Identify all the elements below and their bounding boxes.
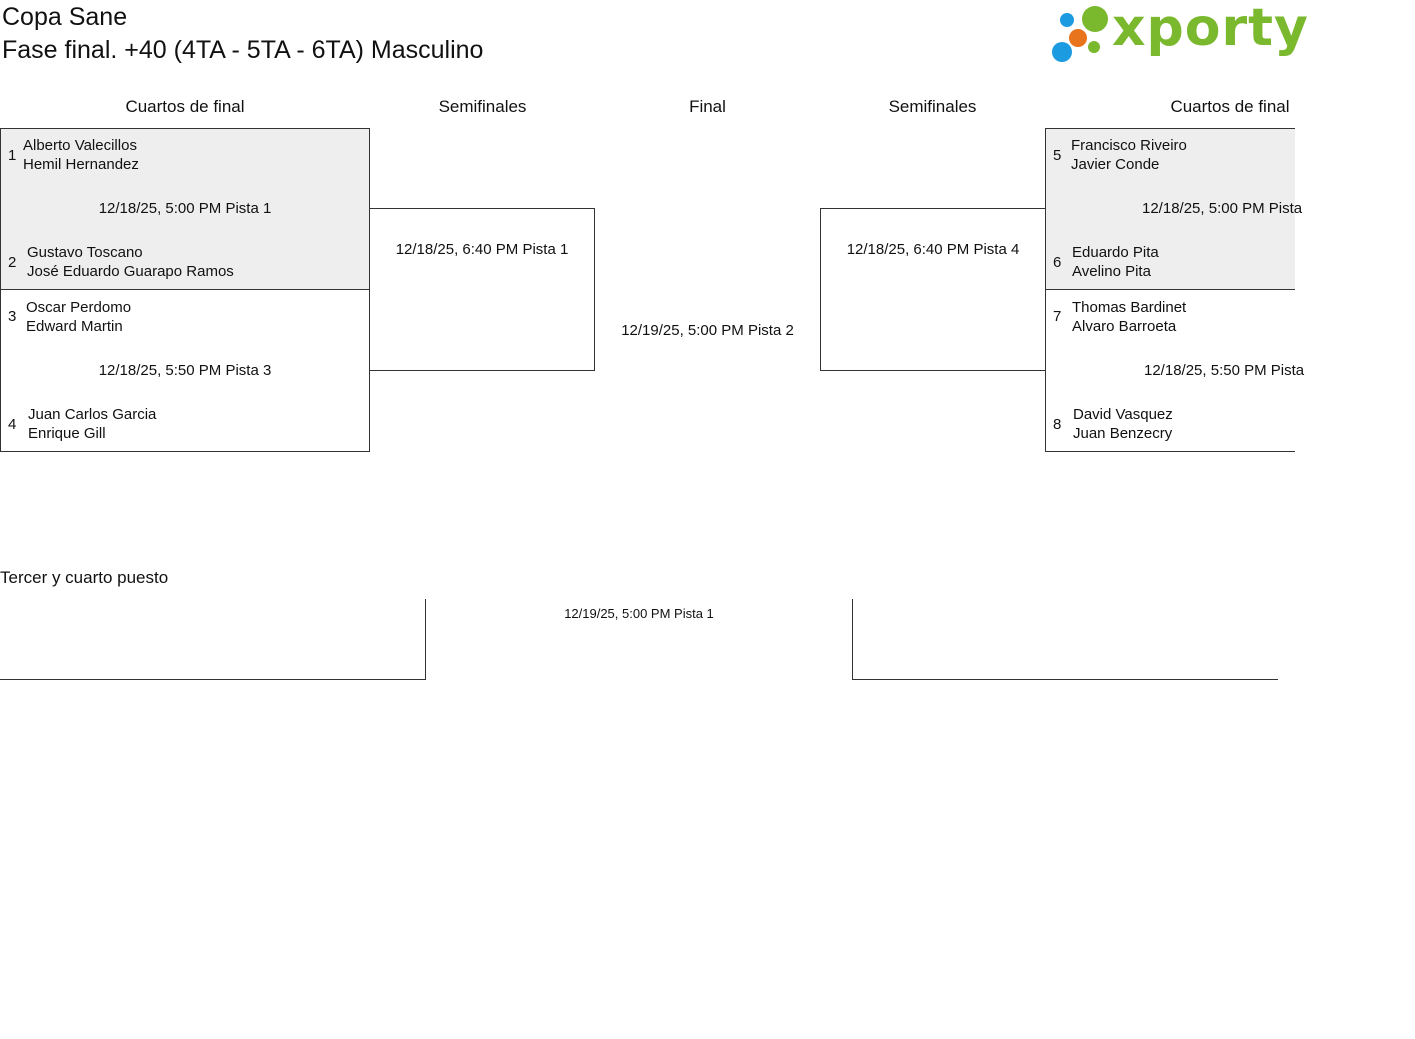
player-name: Hemil Hernandez — [23, 156, 139, 173]
xporty-logo: xporty — [1050, 0, 1308, 68]
col-head-quarters-right: Cuartos de final — [1170, 97, 1290, 116]
col-head-final: Final — [689, 97, 726, 116]
player-name: Francisco Riveiro — [1071, 137, 1187, 154]
seed-number: 2 — [8, 254, 17, 271]
col-head-semis-left: Semifinales — [438, 97, 527, 116]
player-name: Alberto Valecillos — [23, 137, 137, 154]
qf-left-match-2[interactable]: 3 Oscar Perdomo Edward Martin 12/18/25, … — [0, 289, 370, 452]
seed-number: 3 — [8, 308, 17, 325]
qf-right-match-1[interactable]: 5 Francisco Riveiro Javier Conde 12/18/2… — [1045, 128, 1302, 290]
col-head-quarters-left: Cuartos de final — [125, 97, 245, 116]
match-schedule: 12/18/25, 6:40 PM Pista 1 — [395, 241, 569, 258]
match-schedule: 12/18/25, 5:00 PM Pista 1 — [98, 200, 272, 217]
seed-number: 7 — [1053, 308, 1062, 325]
draw-subtitle: Fase final. +40 (4TA - 5TA - 6TA) Mascul… — [2, 36, 484, 64]
tournament-title: Copa Sane — [2, 3, 128, 31]
sf-left-match[interactable]: 12/18/25, 6:40 PM Pista 1 — [369, 208, 595, 371]
seed-number: 8 — [1053, 416, 1062, 433]
player-name: Edward Martin — [26, 318, 123, 335]
logo-dot-green-small — [1088, 41, 1100, 53]
player-name: Avelino Pita — [1072, 263, 1151, 280]
match-schedule: 12/18/25, 5:00 PM Pista — [1142, 200, 1303, 217]
player-name: Alvaro Barroeta — [1072, 318, 1177, 335]
qf-right-match-2[interactable]: 7 Thomas Bardinet Alvaro Barroeta 12/18/… — [1045, 289, 1304, 452]
third-place-left-bracket-horizontal — [0, 679, 426, 680]
player-name: José Eduardo Guarapo Ramos — [27, 263, 234, 280]
logo-dot-blue-large — [1052, 42, 1072, 62]
match-schedule: 12/18/25, 6:40 PM Pista 4 — [846, 241, 1020, 258]
logo-dot-blue-small — [1060, 13, 1074, 27]
sf-right-match[interactable]: 12/18/25, 6:40 PM Pista 4 — [820, 208, 1046, 371]
final-match-schedule[interactable]: 12/19/25, 5:00 PM Pista 2 — [621, 322, 794, 339]
player-name: Thomas Bardinet — [1072, 299, 1187, 316]
player-name: Javier Conde — [1071, 156, 1160, 173]
logo-dot-orange — [1069, 29, 1087, 47]
player-name: Gustavo Toscano — [27, 244, 143, 261]
third-place-right-bracket-vertical — [852, 599, 853, 680]
col-head-semis-right: Semifinales — [888, 97, 977, 116]
match-schedule: 12/18/25, 5:50 PM Pista — [1144, 362, 1305, 379]
player-name: Enrique Gill — [28, 425, 106, 442]
player-name: Juan Carlos Garcia — [28, 406, 157, 423]
player-name: Juan Benzecry — [1073, 425, 1173, 442]
third-place-match-schedule[interactable]: 12/19/25, 5:00 PM Pista 1 — [564, 606, 714, 621]
third-place-left-bracket-vertical — [425, 599, 426, 680]
player-name: David Vasquez — [1073, 406, 1173, 423]
third-place-title: Tercer y cuarto puesto — [0, 568, 169, 587]
third-place-right-bracket-horizontal — [852, 679, 1278, 680]
match-schedule: 12/18/25, 5:50 PM Pista 3 — [98, 362, 272, 379]
logo-dot-green-top — [1082, 6, 1108, 32]
logo-text: xporty — [1112, 0, 1309, 58]
seed-number: 1 — [8, 147, 17, 164]
qf-left-match-1[interactable]: 1 Alberto Valecillos Hemil Hernandez 12/… — [0, 128, 370, 290]
player-name: Eduardo Pita — [1072, 244, 1159, 261]
seed-number: 5 — [1053, 147, 1062, 164]
seed-number: 4 — [8, 416, 17, 433]
player-name: Oscar Perdomo — [26, 299, 132, 316]
seed-number: 6 — [1053, 254, 1062, 271]
